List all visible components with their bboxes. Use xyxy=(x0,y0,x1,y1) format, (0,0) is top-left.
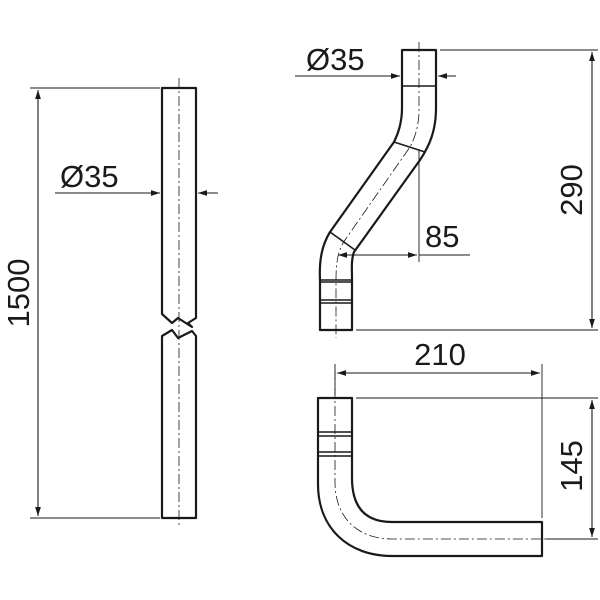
elbow-bend-centerline xyxy=(334,370,550,540)
offset-upper-seam xyxy=(393,141,426,153)
offset-lower-seam xyxy=(329,231,356,251)
height-label: 290 xyxy=(554,164,589,216)
straight-diameter-label: Ø35 xyxy=(60,159,119,194)
offset-bend-view: Ø35 290 85 xyxy=(295,42,598,338)
offset-bend-centerline xyxy=(335,42,420,338)
offset-label: 85 xyxy=(425,219,459,254)
elbow-bend-view: 210 145 xyxy=(316,337,598,558)
width-label: 210 xyxy=(414,337,466,372)
length-label: 1500 xyxy=(1,259,36,328)
offset-diameter-label: Ø35 xyxy=(306,42,365,77)
elbow-height-label: 145 xyxy=(554,440,589,492)
offset-bend-body xyxy=(318,48,438,332)
straight-pipe-view: 1500 Ø35 xyxy=(1,78,218,528)
elbow-bend-body xyxy=(316,396,544,558)
